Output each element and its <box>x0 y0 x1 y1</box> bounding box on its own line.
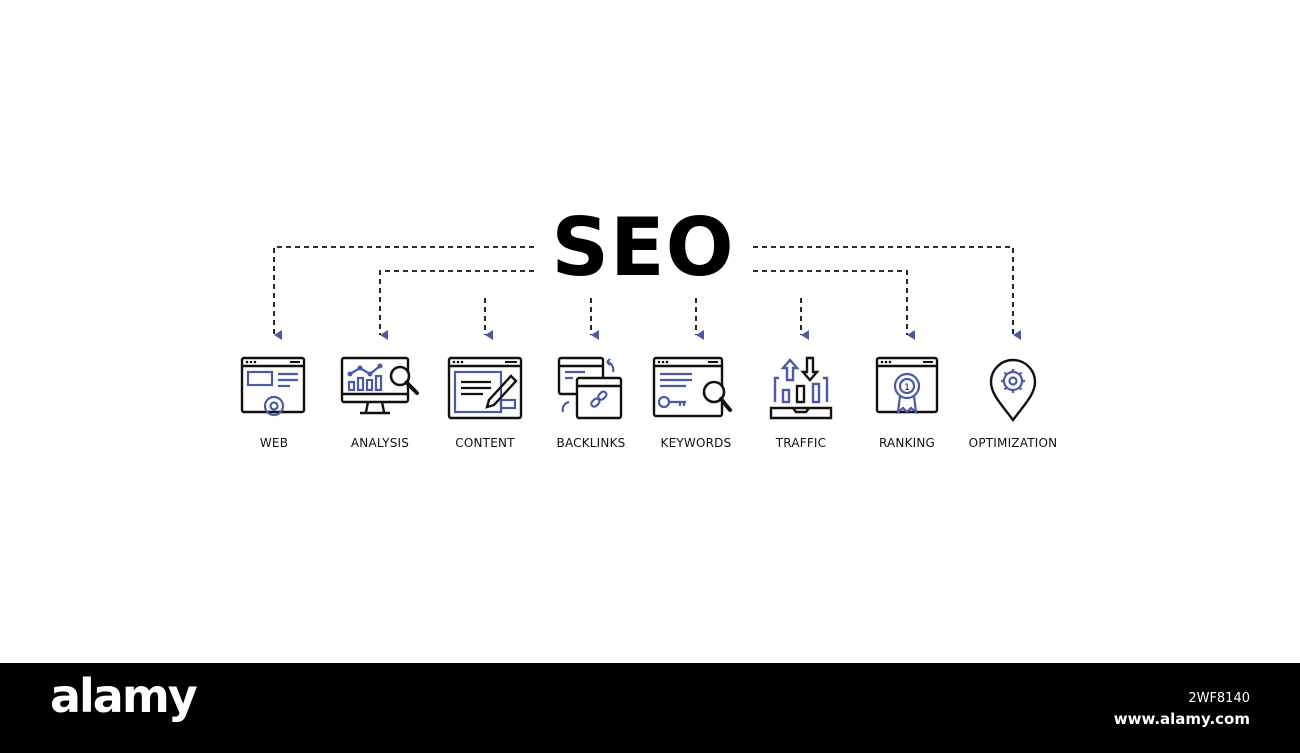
watermark-footer: alamy 2WF8140 www.alamy.com <box>0 663 1300 753</box>
connector-ranking <box>753 270 915 340</box>
label-web: WEB <box>259 436 289 450</box>
label-keywords: KEYWORDS <box>660 436 732 450</box>
connector-optimization <box>753 246 1021 340</box>
label-analysis: ANALYSIS <box>350 436 410 450</box>
connector-lines <box>273 246 1021 340</box>
footer-url: www.alamy.com <box>1113 710 1250 728</box>
image-id: 2WF8140 <box>1188 691 1250 706</box>
connector-analysis <box>379 270 534 340</box>
analytics-monitor-icon <box>340 356 419 415</box>
label-ranking: RANKING <box>878 436 936 450</box>
label-traffic: TRAFFIC <box>775 436 827 450</box>
label-content: CONTENT <box>455 436 515 450</box>
seo-diagram: SEO WEB ANALYSIS <box>240 201 1058 450</box>
ranking-badge-icon: 1 <box>875 356 939 415</box>
connector-web <box>273 246 534 340</box>
content-editing-icon <box>447 356 523 420</box>
label-backlinks: BACKLINKS <box>556 436 626 450</box>
diagram-title: SEO <box>551 201 735 294</box>
footer-image-info: 2WF8140 www.alamy.com <box>1114 689 1250 729</box>
traffic-icon <box>769 356 833 420</box>
optimization-pin-icon <box>989 358 1037 422</box>
backlinks-icon <box>557 356 623 420</box>
keyword-search-icon <box>652 356 732 418</box>
label-optimization: OPTIMIZATION <box>968 436 1058 450</box>
footer-brand: alamy <box>50 669 198 723</box>
svg-text:1: 1 <box>904 383 910 393</box>
web-settings-icon <box>240 356 306 417</box>
